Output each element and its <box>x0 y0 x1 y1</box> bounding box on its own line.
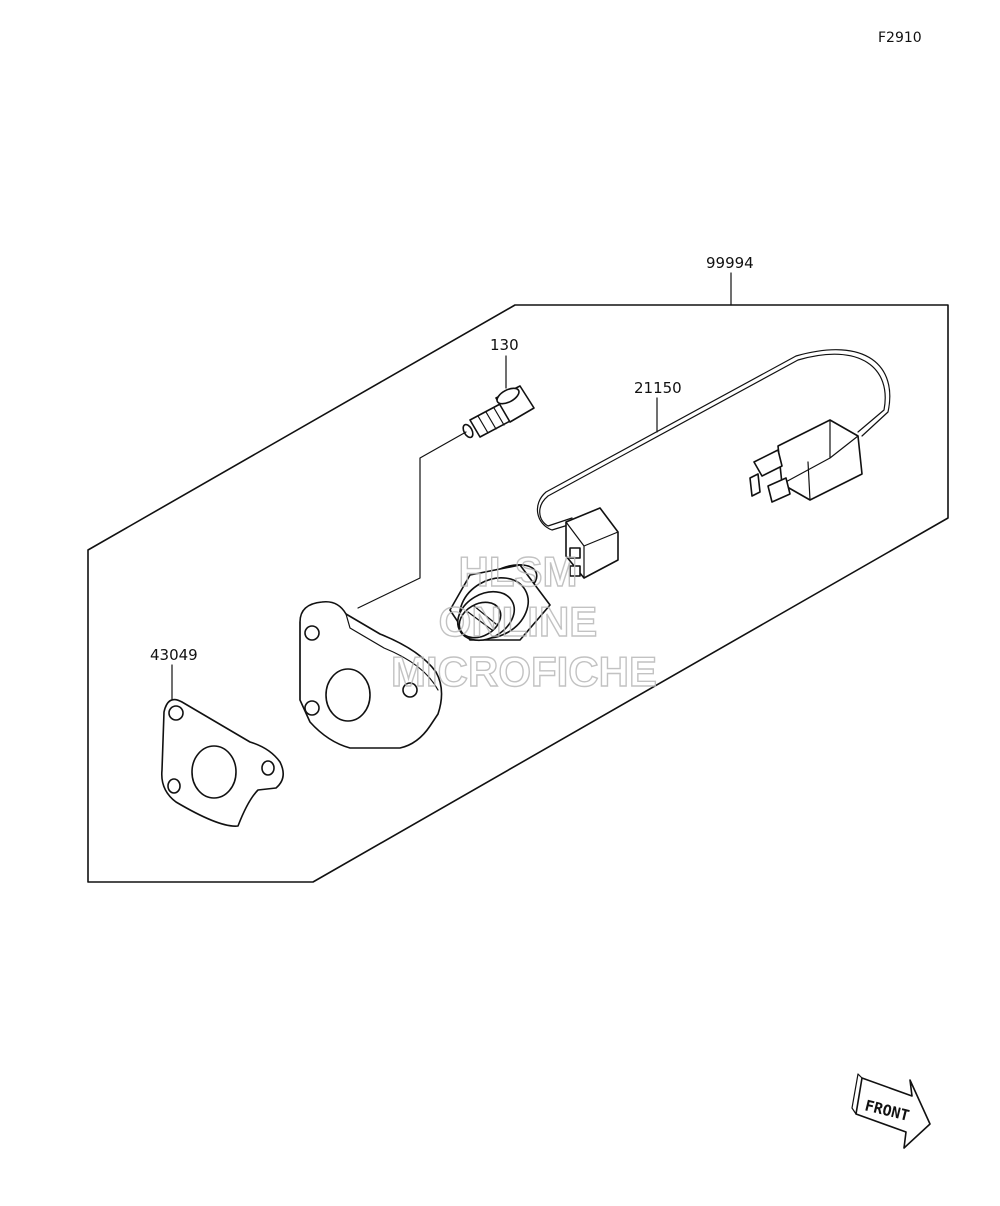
bolt-part-number[interactable]: 130 <box>490 336 519 354</box>
gasket-part <box>160 698 284 827</box>
watermark-line-1: HLSM <box>459 548 578 595</box>
watermark: HLSM ONLINE MICROFICHE <box>390 547 657 695</box>
adapter-flange-part <box>299 600 443 749</box>
switch-part-number[interactable]: 21150 <box>634 379 682 397</box>
kit-boundary <box>87 304 949 883</box>
kit-part-number[interactable]: 99994 <box>706 254 754 272</box>
gasket-part-number[interactable]: 43049 <box>150 646 198 664</box>
figure-code: F2910 <box>878 30 922 46</box>
watermark-line-3: MICROFICHE <box>391 648 657 695</box>
bolt-part <box>462 385 535 439</box>
bolt-alignment-line <box>357 431 467 609</box>
watermark-line-2: ONLINE <box>439 598 598 645</box>
switch-part <box>449 349 891 642</box>
front-arrow: FRONT <box>851 1073 931 1149</box>
